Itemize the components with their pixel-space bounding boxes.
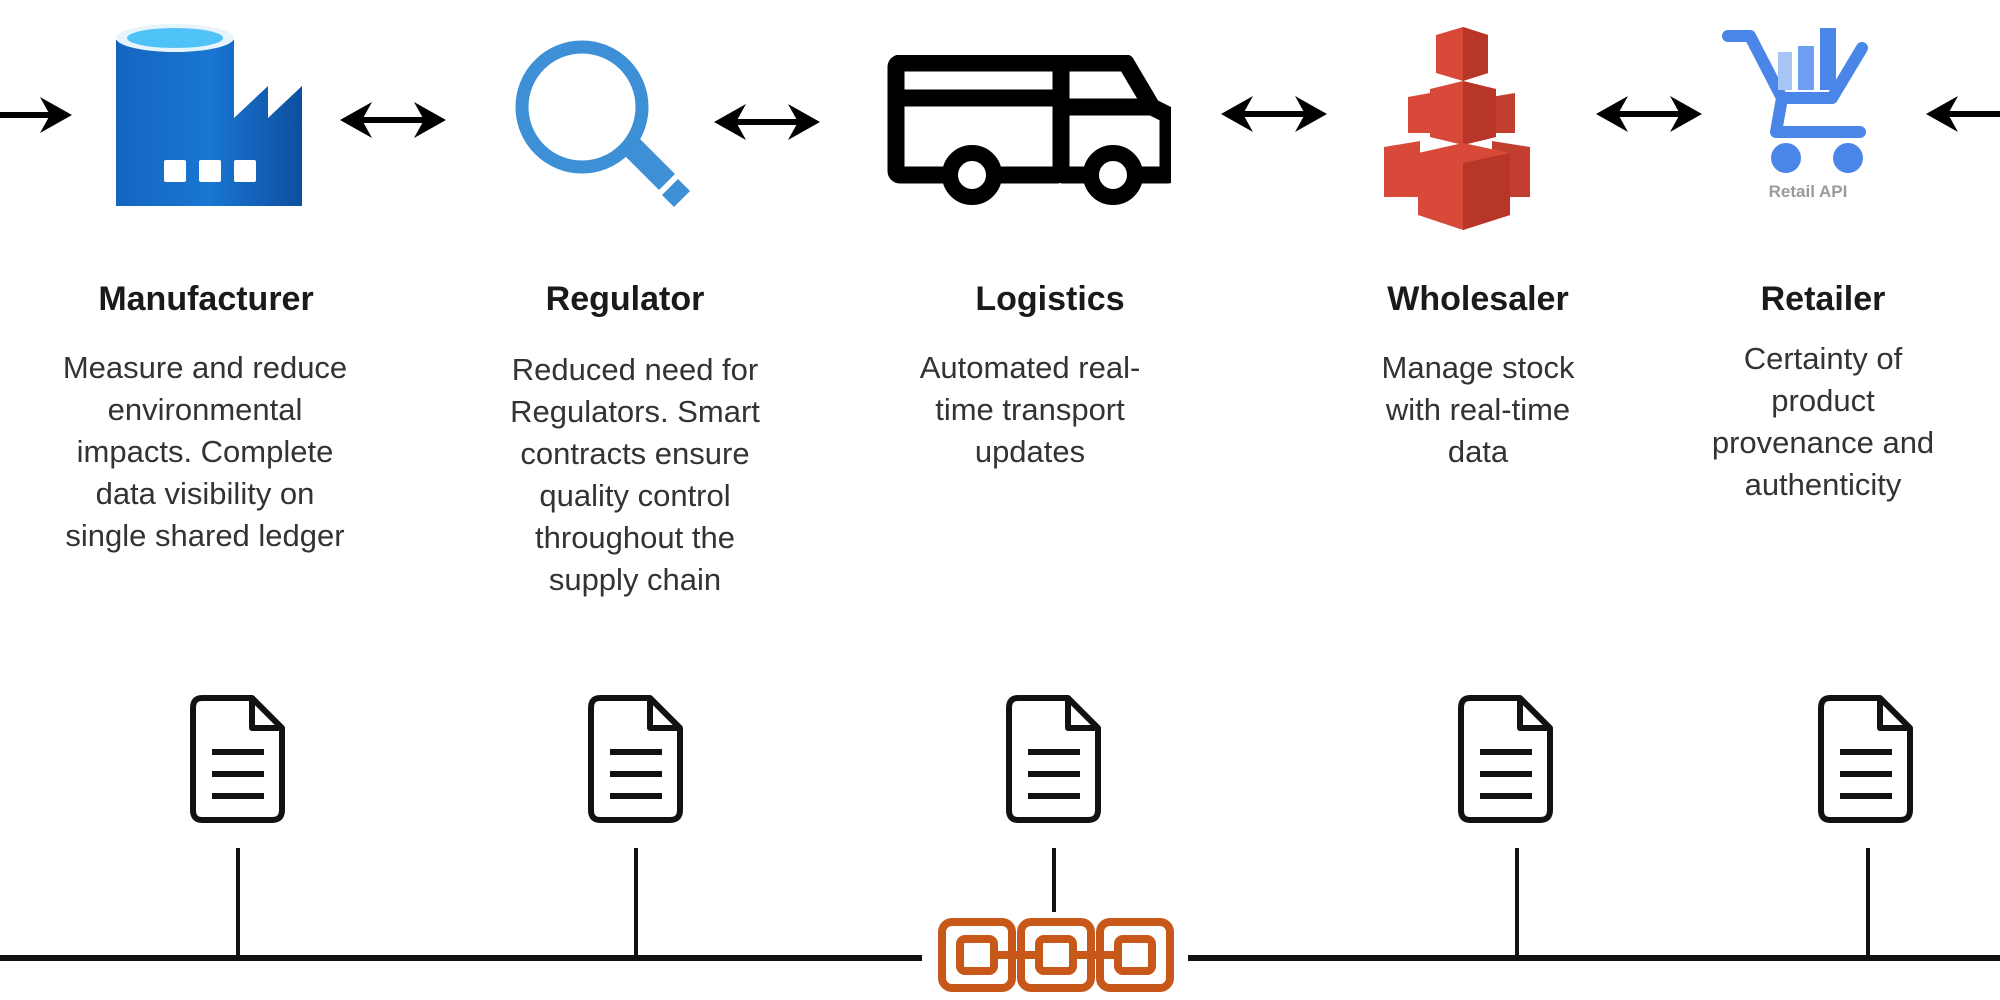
truck-icon — [887, 55, 1171, 205]
document-icon — [588, 695, 683, 823]
document-icon — [1458, 695, 1553, 823]
shopping-cart-icon — [1722, 28, 1868, 173]
bidirectional-arrow-icon — [1221, 96, 1327, 132]
document-icon — [190, 695, 285, 823]
bidirectional-arrow-icon — [714, 104, 820, 140]
retail-api-label: Retail API — [1768, 182, 1848, 201]
arrow-right-icon — [0, 97, 72, 133]
connector-stem — [236, 848, 240, 958]
participant-description-wholesaler: Manage stock with real-time data — [1381, 350, 1575, 469]
connector-stem — [1515, 848, 1519, 958]
arrow-left-icon — [1926, 96, 2000, 132]
participant-title-retailer: Retailer — [1760, 280, 1886, 318]
ledger-line-left — [0, 955, 922, 961]
participant-title-regulator: Regulator — [545, 280, 705, 318]
participant-description-logistics: Automated real- time transport updates — [919, 350, 1141, 469]
document-icon — [1006, 695, 1101, 823]
document-icon — [1818, 695, 1913, 823]
cubes-icon — [1384, 27, 1530, 230]
magnifier-icon — [515, 40, 690, 207]
participant-description-manufacturer: Measure and reduce environmental impacts… — [62, 350, 348, 553]
bidirectional-arrow-icon — [340, 102, 446, 138]
factory-icon — [116, 24, 302, 206]
participant-title-logistics: Logistics — [975, 280, 1125, 318]
participant-description-retailer: Certainty of product provenance and auth… — [1711, 341, 1935, 502]
participant-title-wholesaler: Wholesaler — [1387, 280, 1569, 318]
connector-stem — [1052, 848, 1056, 912]
participant-description-regulator: Reduced need for Regulators. Smart contr… — [510, 352, 760, 597]
connector-stem — [634, 848, 638, 958]
connector-stem — [1866, 848, 1870, 958]
bidirectional-arrow-icon — [1596, 96, 1702, 132]
ledger-line-right — [1188, 955, 2000, 961]
blockchain-icon — [938, 918, 1174, 992]
participant-title-manufacturer: Manufacturer — [98, 280, 314, 318]
